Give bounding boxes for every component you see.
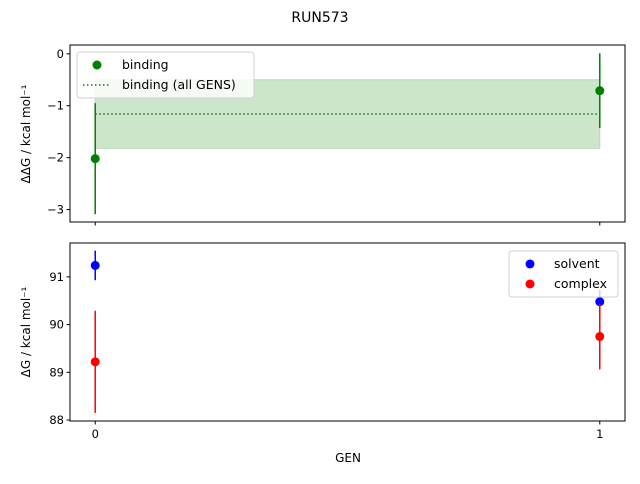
y-tick-label: 90 xyxy=(49,318,64,332)
y-tick-label: −2 xyxy=(47,151,64,165)
bottom-y-axis-label: ΔG / kcal mol⁻¹ xyxy=(19,286,33,377)
legend-frame xyxy=(76,51,255,99)
data-point-binding xyxy=(595,86,605,96)
bottom-axes: 88 89 90 91 0 1 xyxy=(49,242,626,441)
data-point-complex xyxy=(90,357,100,367)
legend-label-binding: binding xyxy=(122,57,169,72)
legend-label-complex: complex xyxy=(554,276,607,291)
axes-frame xyxy=(69,242,626,422)
y-tick-label: 88 xyxy=(49,413,64,427)
y-tick-label: 0 xyxy=(57,47,64,61)
legend-marker-binding xyxy=(92,60,102,70)
axes-frame xyxy=(69,44,626,223)
y-tick-label: 91 xyxy=(49,270,64,284)
data-point-solvent xyxy=(90,260,100,270)
bottom-legend: solvent complex xyxy=(508,250,619,298)
y-tick-label: −3 xyxy=(47,203,64,217)
x-tick-label: 1 xyxy=(596,427,603,441)
x-axis-label: GEN xyxy=(335,451,361,465)
y-tick-label: 89 xyxy=(49,365,64,379)
top-y-axis-label: ΔΔG / kcal mol⁻¹ xyxy=(19,84,33,183)
data-point-solvent xyxy=(595,297,605,307)
legend-frame xyxy=(508,250,619,298)
legend-label-binding-all: binding (all GENS) xyxy=(122,77,236,92)
y-tick-label: −1 xyxy=(47,99,64,113)
legend-marker-solvent xyxy=(525,259,535,269)
top-legend: binding binding (all GENS) xyxy=(76,51,255,99)
data-point-complex xyxy=(595,332,605,342)
x-tick-label: 0 xyxy=(92,427,99,441)
legend-marker-complex xyxy=(525,279,535,289)
legend-label-solvent: solvent xyxy=(554,256,600,271)
chart-title: RUN573 xyxy=(291,10,348,26)
data-point-binding xyxy=(90,154,100,164)
